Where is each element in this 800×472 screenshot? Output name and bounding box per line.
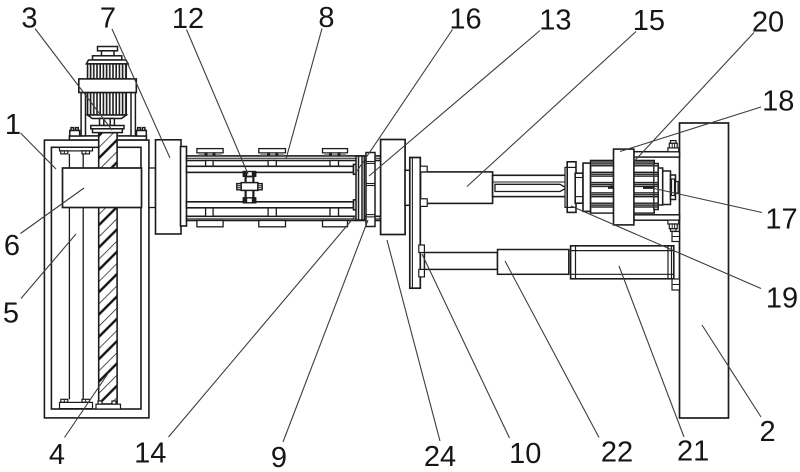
svg-text:17: 17 [765,204,797,236]
svg-text:6: 6 [4,230,20,262]
svg-text:24: 24 [424,441,456,472]
svg-text:18: 18 [762,86,794,118]
svg-text:16: 16 [449,3,481,35]
svg-text:9: 9 [271,442,287,472]
svg-text:4: 4 [49,439,65,471]
svg-text:8: 8 [318,2,334,34]
svg-text:7: 7 [100,3,116,35]
svg-text:19: 19 [766,283,798,315]
svg-text:12: 12 [172,3,204,35]
svg-text:1: 1 [5,109,21,141]
svg-text:2: 2 [760,416,776,448]
svg-text:21: 21 [677,436,709,468]
svg-text:5: 5 [3,297,19,329]
svg-text:3: 3 [21,2,37,34]
svg-text:10: 10 [509,438,541,470]
svg-text:20: 20 [752,6,784,38]
svg-text:13: 13 [539,5,571,37]
svg-text:15: 15 [633,5,665,37]
svg-text:14: 14 [134,438,166,470]
svg-text:22: 22 [601,437,633,469]
